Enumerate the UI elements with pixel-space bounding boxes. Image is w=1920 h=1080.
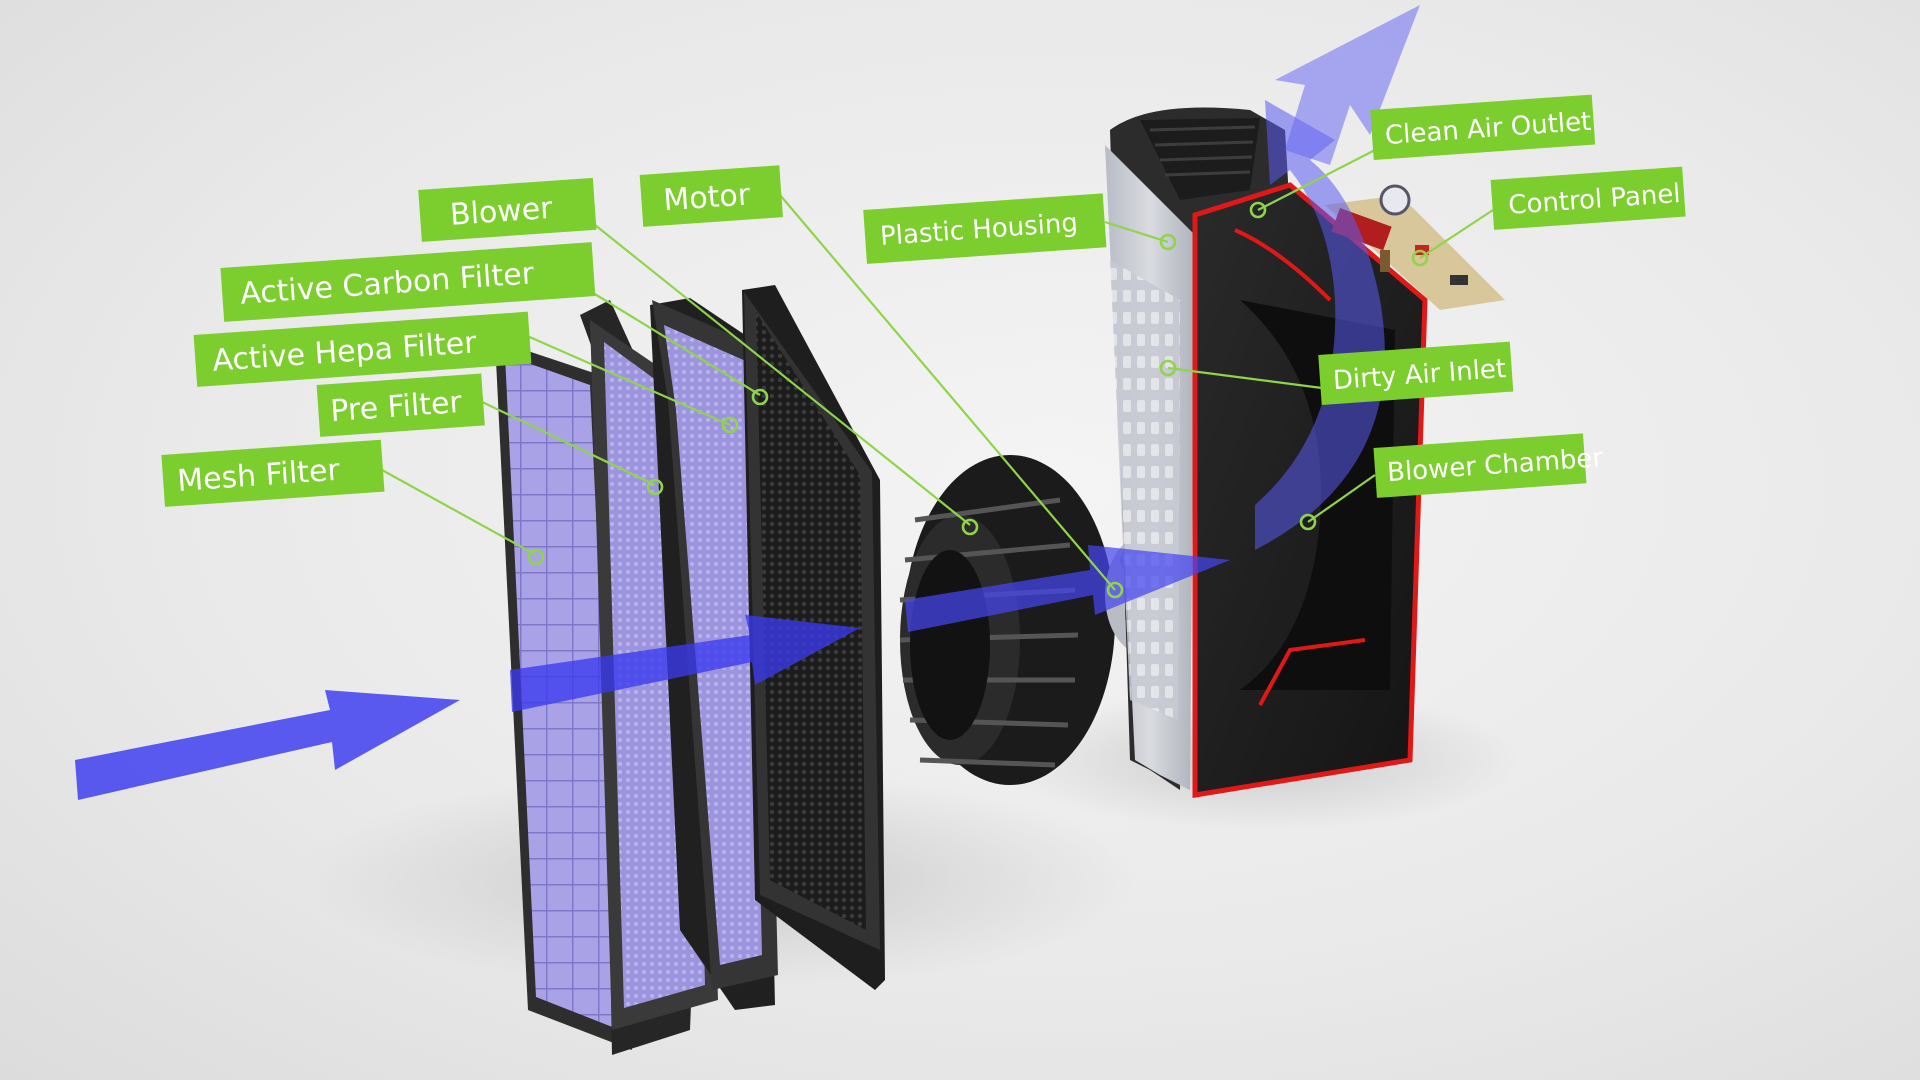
label-blower: Blower xyxy=(449,191,554,233)
blower xyxy=(899,455,1115,785)
airflow-arrow-inlet xyxy=(75,690,460,800)
callout-active-carbon-filter: Active Carbon Filter xyxy=(220,242,596,322)
callout-plastic-housing: Plastic Housing xyxy=(863,193,1107,264)
airflow-arrow-outlet xyxy=(1275,5,1420,165)
callout-pre-filter: Pre Filter xyxy=(316,373,485,437)
leader-lines xyxy=(381,149,1494,599)
callout-control-panel: Control Panel xyxy=(1490,166,1686,230)
callout-blower: Blower xyxy=(418,177,597,242)
airflow-arrow-through-filters xyxy=(510,615,860,712)
airflow-arrows xyxy=(75,5,1420,800)
callout-dirty-air-inlet: Dirty Air Inlet xyxy=(1318,341,1514,405)
callout-clean-air-outlet: Clean Air Outlet xyxy=(1370,94,1596,160)
callout-motor: Motor xyxy=(639,165,783,227)
airflow-arrow-into-blower xyxy=(905,545,1230,632)
label-motor: Motor xyxy=(662,177,752,218)
callout-active-hepa-filter: Active Hepa Filter xyxy=(193,311,532,387)
airflow-arrow-chamber xyxy=(1255,100,1385,550)
callout-blower-chamber: Blower Chamber xyxy=(1373,433,1604,498)
callout-mesh-filter: Mesh Filter xyxy=(161,439,385,507)
